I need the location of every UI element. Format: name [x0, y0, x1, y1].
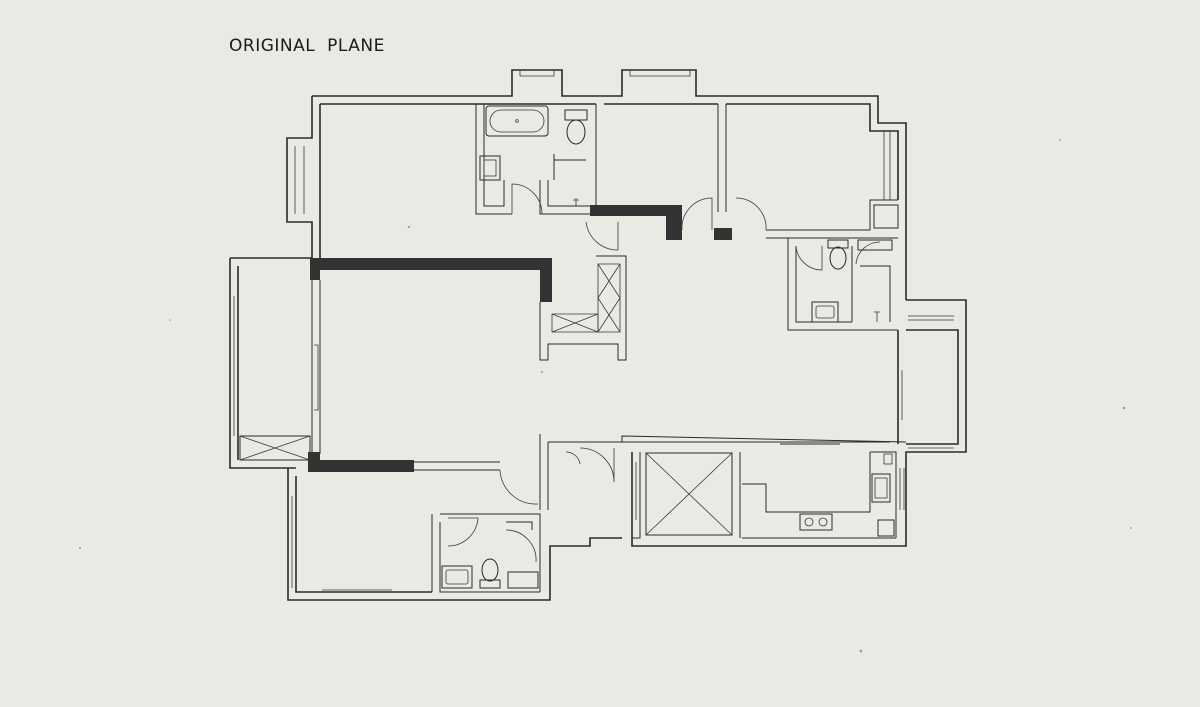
fixtures — [441, 105, 895, 589]
sink-icon — [871, 473, 891, 503]
appliance-icon — [877, 519, 895, 537]
toilet-icon — [479, 558, 501, 589]
shower-icon — [874, 311, 880, 322]
sink-icon — [811, 301, 839, 323]
sink-icon — [479, 155, 501, 181]
paper-specks — [79, 139, 1132, 653]
stove-icon — [799, 513, 833, 531]
shower-icon — [573, 198, 579, 206]
plan-title: ORIGINAL PLANE — [229, 36, 385, 56]
toilet-icon — [827, 239, 849, 270]
sink-icon — [441, 565, 473, 589]
demolished-walls — [308, 205, 732, 472]
interior-walls — [233, 70, 954, 593]
bathtub-icon — [485, 105, 549, 137]
counter-icon — [507, 571, 539, 589]
counter-icon — [857, 239, 893, 251]
toilet-icon — [564, 109, 588, 145]
door-swings — [447, 183, 881, 563]
appliance-icon — [883, 453, 893, 465]
outer-walls — [229, 69, 967, 601]
